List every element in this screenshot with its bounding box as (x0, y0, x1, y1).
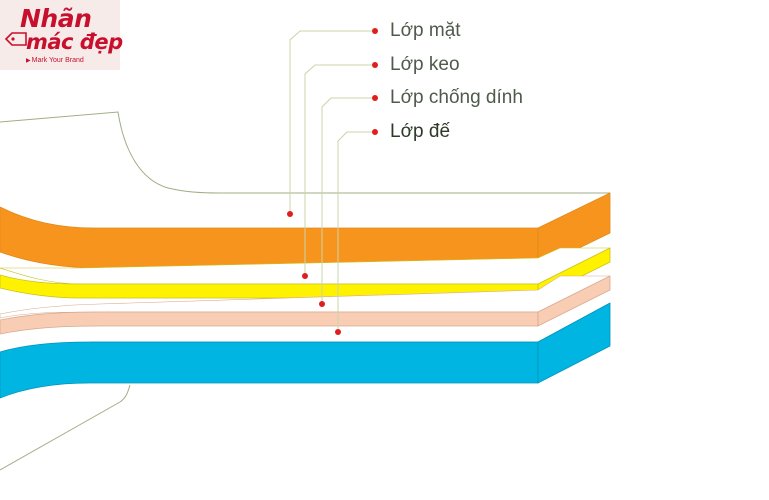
label-dot-face (372, 28, 378, 34)
brand-tagline-text: Mark Your Brand (31, 57, 84, 64)
label-dot-adhesive (372, 62, 378, 68)
layer-face-side (537, 192, 611, 269)
layer-dot-release (319, 301, 325, 307)
label-face-layer: Lớp mặt (390, 20, 461, 41)
brand-name-line1: Nhãn (20, 4, 92, 33)
layer-dot-face (287, 211, 293, 217)
leader-line-face (289, 30, 372, 214)
brand-logo: Nhãn mác đẹp ▶Mark Your Brand (0, 0, 123, 70)
layer-dot-backing (335, 329, 341, 335)
label-backing-layer: Lớp đế (390, 121, 451, 142)
layer-release-top (0, 275, 611, 319)
label-release-layer: Lớp chống dính (390, 87, 523, 108)
peeled-layer-outline (0, 111, 610, 194)
layer-release-front (0, 311, 539, 335)
label-dot-release (372, 95, 378, 101)
lower-layer-outline (0, 384, 131, 471)
play-arrow-icon: ▶ (26, 58, 31, 64)
layer-release-side (537, 275, 611, 327)
price-tag-icon (4, 32, 27, 46)
layer-dot-adhesive (302, 273, 308, 279)
layer-backing-top-edge (90, 302, 611, 343)
label-dot-backing (372, 129, 378, 135)
leader-line-release (321, 97, 372, 304)
label-adhesive-layer: Lớp keo (390, 54, 460, 75)
leader-line-adhesive (304, 64, 372, 276)
leader-line-backing (337, 131, 372, 332)
layer-backing-front (0, 341, 539, 399)
brand-tagline: ▶Mark Your Brand (26, 57, 84, 64)
brand-name-line2: mác đẹp (26, 30, 123, 54)
